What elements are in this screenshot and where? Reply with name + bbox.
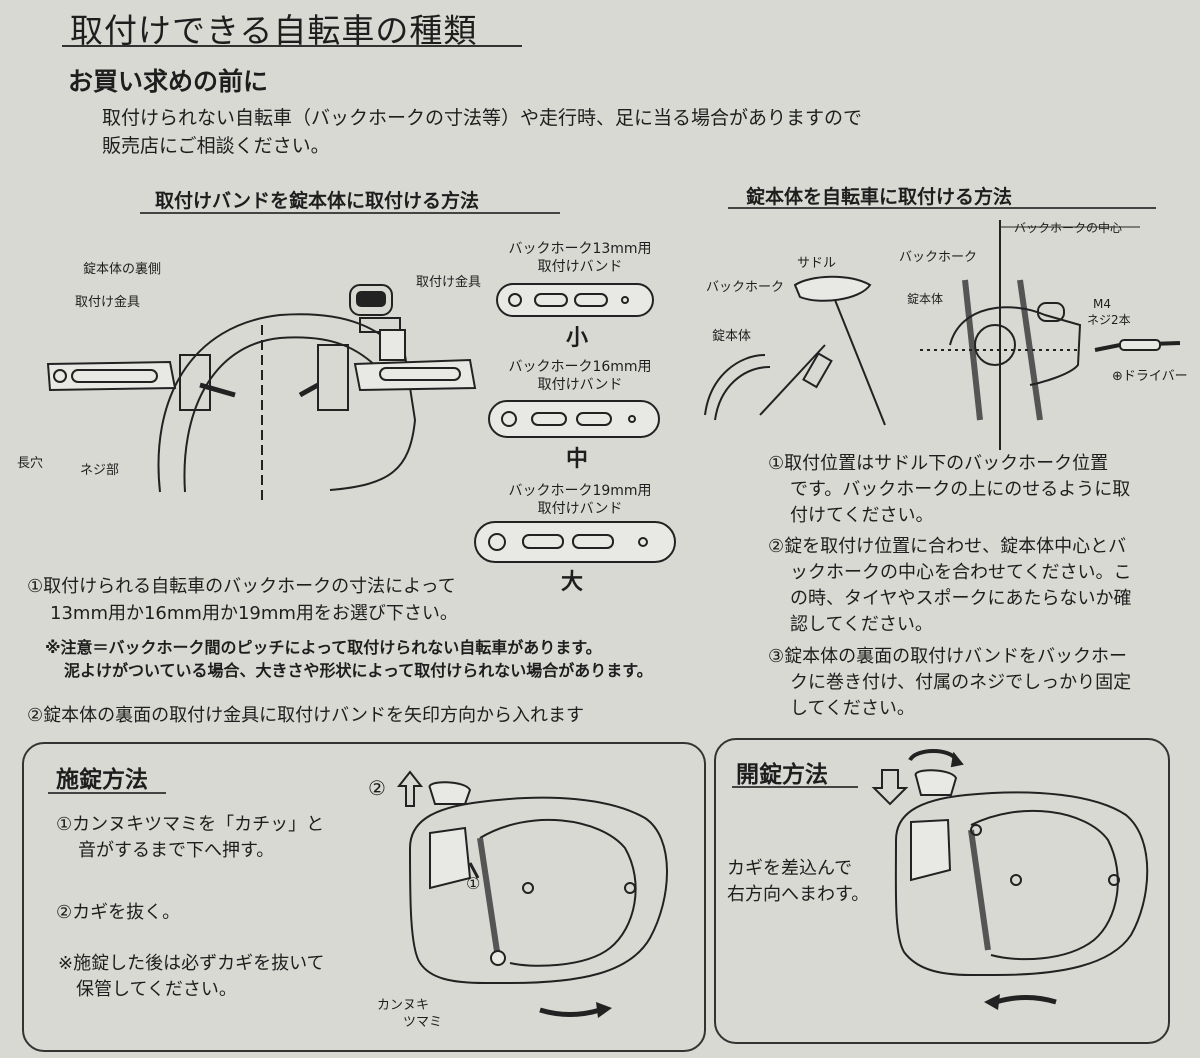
lock-band-diagram [46,284,477,500]
lock-callout-2: ② [368,776,386,800]
left-step2: ②錠本体の裏面の取付け金具に取付けバンドを矢印方向から入れます [27,705,585,726]
label-backfork-right: バックホーク [899,250,978,265]
label-driver: ⊕ドライバー [1112,369,1188,384]
right-step1-line2: です。バックホークの上にのせるように取 [790,479,1131,500]
label-lock-body-right: 錠本体 [907,292,944,306]
lock-method-title: 施錠方法 [56,767,148,793]
page-title: 取付けできる自転車の種類 [70,11,478,50]
bike-mount-diagram [704,220,1181,450]
band-16-label-line2: 取付けバンド [537,377,623,393]
intro-line-1: 取付けられない自転車（バックホークの寸法等）や走行時、足に当る場合がありますので [102,107,863,129]
right-step1-line3: 付けてください。 [790,505,934,526]
label-lock-body-left: 錠本体 [712,329,752,344]
band-13-label-line2: 取付けバンド [537,259,623,275]
lock-step1-line1: ①カンヌキツマミを「カチッ」と [56,814,325,835]
band-19-label: バックホーク19mm用 取付けバンド [490,482,670,518]
right-step3-line3: してください。 [790,698,915,719]
band-size-medium: 中 [566,447,589,472]
label-backfork-center: バックホークの中心 [1014,221,1123,235]
label-back-side: 錠本体の裏側 [83,262,162,277]
unlock-text-line2: 右方向へまわす。 [727,884,870,905]
label-screws: ネジ2本 [1087,313,1131,327]
unlock-text-line1: カギを差込んで [727,858,853,879]
knob-label-line1: カンヌキ [377,998,430,1013]
label-m4: M4 [1093,297,1111,311]
label-backfork-left: バックホーク [706,280,785,295]
left-note-line1: ※注意＝バックホーク間のピッチによって取付けられない自転車があります。 [45,638,602,657]
label-slot: 長穴 [17,456,44,471]
band-size-small: 小 [566,326,589,351]
band-size-large: 大 [561,570,584,595]
left-heading-underline [140,212,560,214]
label-saddle: サドル [797,256,837,271]
right-step2-line3: の時、タイヤやスポークにあたらないか確 [790,588,1132,609]
unlock-text: カギを差込んで 右方向へまわす。 [727,856,869,908]
lock-method-box [22,742,706,1052]
band-small-graphic [496,283,654,317]
right-step2: ②錠を取付け位置に合わせ、錠本体中心とバ ックホークの中心を合わせてください。こ… [768,534,1131,638]
label-bracket-right: 取付け金具 [416,275,482,290]
lock-note-line1: ※施錠した後は必ずカギを抜いて [58,953,325,974]
right-step1-line1: ①取付位置はサドル下のバックホーク位置 [768,453,1109,474]
lock-step1-line2: 音がするまで下へ押す。 [78,840,275,861]
knob-label-line2: ツマミ [403,1015,443,1030]
lock-note: ※施錠した後は必ずカギを抜いて 保管してください。 [58,951,325,1003]
right-step1: ①取付位置はサドル下のバックホーク位置 です。バックホークの上にのせるように取 … [768,451,1130,529]
title-underline [62,45,522,47]
right-step3: ③錠本体の裏面の取付けバンドをバックホー クに巻き付け、付属のネジでしっかり固定… [768,644,1131,722]
lock-step2: ②カギを抜く。 [56,902,181,923]
right-step3-line1: ③錠本体の裏面の取付けバンドをバックホー [768,646,1128,667]
right-step2-line2: ックホークの中心を合わせてください。こ [790,562,1132,583]
lock-title-underline [48,792,166,794]
band-16-label: バックホーク16mm用 取付けバンド [490,358,670,394]
unlock-diagram [871,749,1149,1010]
up-arrow-icon [396,770,424,807]
band-13-label: バックホーク13mm用 取付けバンド [490,240,670,276]
intro-line-2: 販売店にご相談ください。 [102,135,330,157]
left-note-line2: 泥よけがついている場合、大きさや形状によって取付けられない場合があります。 [64,661,653,680]
left-step1-line1: ①取付けられる自転車のバックホークの寸法によって [27,576,456,597]
left-section-heading: 取付けバンドを錠本体に取付ける方法 [155,190,479,212]
band-19-label-line2: 取付けバンド [537,501,623,517]
band-large-graphic [474,521,676,563]
label-screw: ネジ部 [80,463,120,478]
lock-callout-1: ① [466,874,481,893]
label-bracket-left: 取付け金具 [75,295,141,310]
right-step2-line4: 認してください。 [790,614,933,635]
right-step2-line1: ②錠を取付け位置に合わせ、錠本体中心とバ [768,536,1127,557]
right-step3-line2: クに巻き付け、付属のネジでしっかり固定 [790,672,1132,693]
unlock-method-box [714,738,1170,1044]
subtitle: お買い求めの前に [68,67,269,96]
band-19-label-line1: バックホーク19mm用 [508,483,652,499]
right-section-heading: 錠本体を自転車に取付ける方法 [746,186,1013,208]
lock-note-line2: 保管してください。 [76,979,237,1000]
lock-step1: ①カンヌキツマミを「カチッ」と 音がするまで下へ押す。 [56,812,324,864]
right-heading-underline [728,207,1156,209]
unlock-method-title: 開錠方法 [736,762,828,788]
band-16-label-line1: バックホーク16mm用 [508,359,652,375]
left-step1-line2: 13mm用か16mm用か19mm用をお選び下さい。 [50,603,458,624]
band-medium-graphic [488,400,660,438]
knob-label: カンヌキ ツマミ [377,997,442,1031]
unlock-title-underline [732,786,858,788]
lock-diagram [408,781,668,1018]
band-13-label-line1: バックホーク13mm用 [508,241,652,257]
